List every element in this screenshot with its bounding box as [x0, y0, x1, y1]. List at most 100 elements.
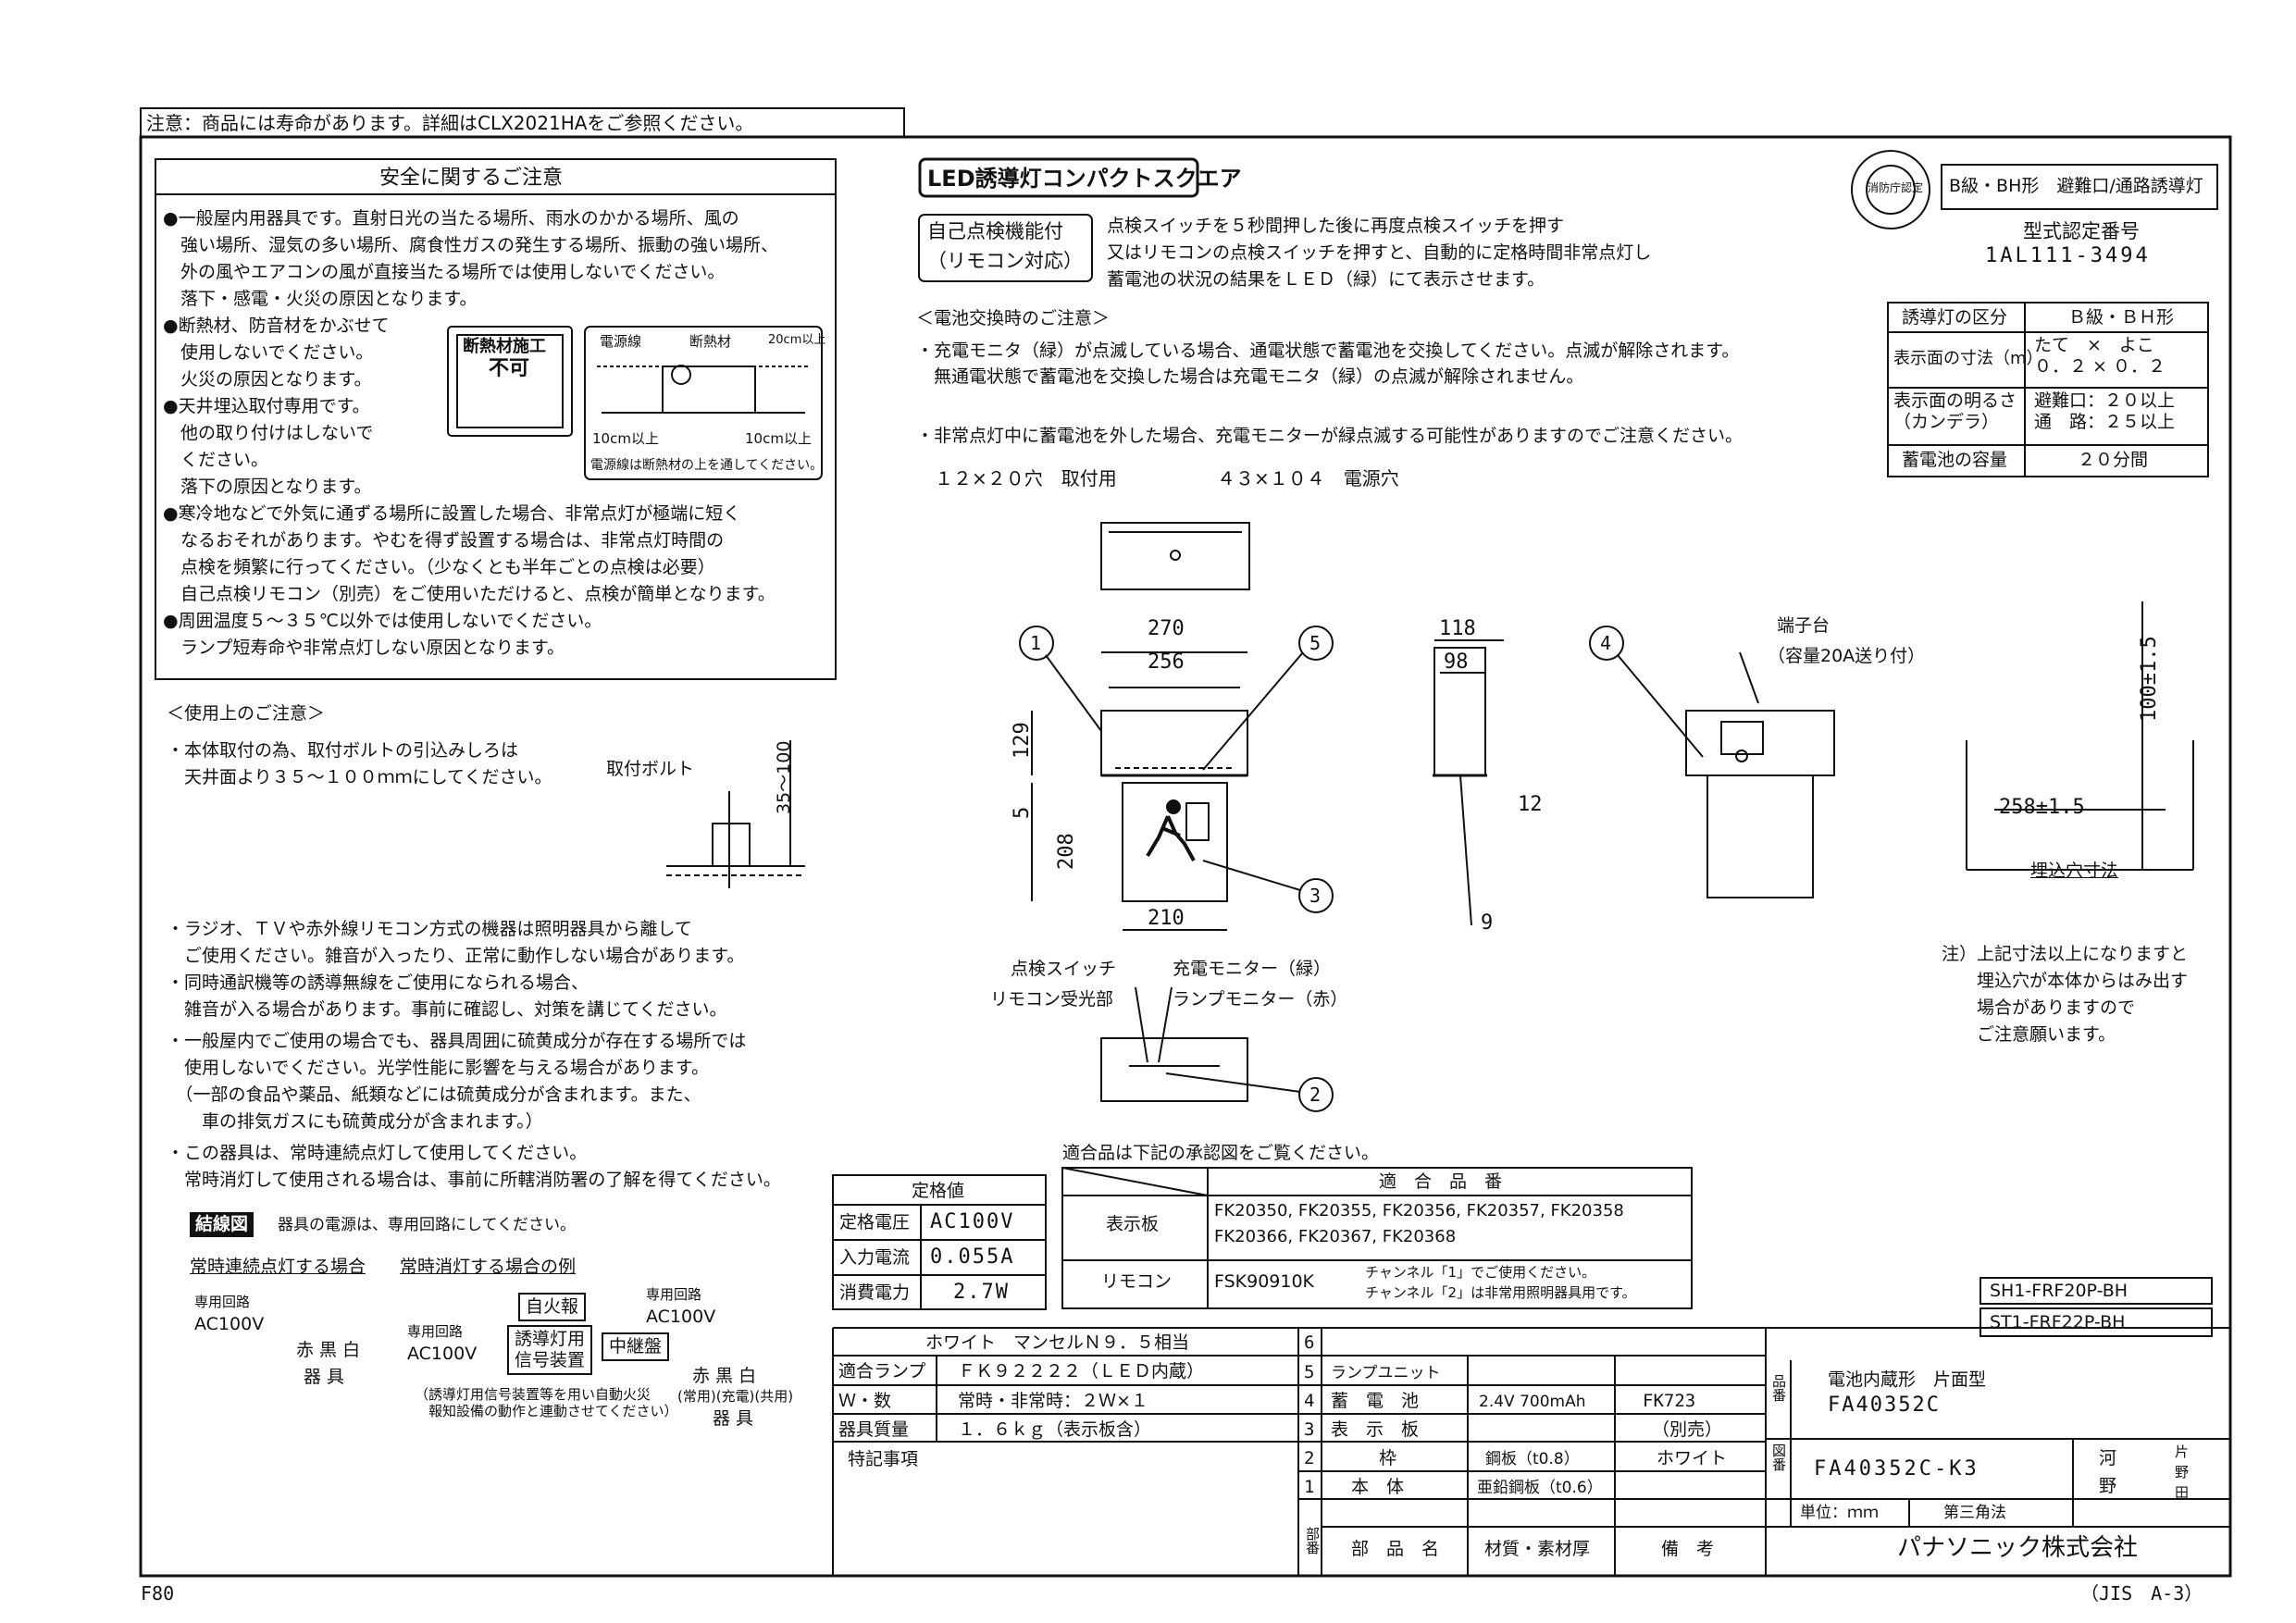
cutout-note: ご注意願います。: [1942, 1024, 2116, 1045]
label-remote-receiver: リモコン受光部: [990, 989, 1114, 1010]
usage-mount-line: 天井面より３５～１００ｍｍにしてください。: [167, 767, 552, 787]
wiring-paren-note: （誘導灯用信号装置等を用い自動火災 報知設備の動作と連動させてください）: [415, 1386, 678, 1419]
wiring-badge: 結線図: [190, 1212, 254, 1237]
safety-line: ●周囲温度５～３５℃以外では使用しないでください。: [163, 611, 602, 631]
product-number: FA40352C: [1828, 1394, 1941, 1417]
part-name: 本 体: [1351, 1477, 1405, 1497]
signal-device-box: 誘導灯用 信号装置: [507, 1325, 593, 1375]
compat-panel-values: FK20350, FK20355, FK20356, FK20357, FK20…: [1214, 1201, 1624, 1220]
spec-value: Ｂ級・ＢＨ形: [2068, 307, 2175, 328]
dim-129: 129: [1011, 722, 1034, 759]
company-name: パナソニック株式会社: [1897, 1534, 2139, 1562]
pic-label-wire: 電源線: [600, 333, 642, 350]
part-name: 蓄 電 池: [1331, 1391, 1420, 1411]
safety-line: なるおそれがあります。やむを得ず設置する場合は、非常点灯時間の: [163, 530, 725, 551]
terminal-note: （容量20A送り付）: [1768, 646, 1926, 666]
dim-5: 5: [1011, 806, 1034, 819]
bolt-label: 取付ボルト: [606, 759, 695, 779]
tb-special: 特記事項: [848, 1449, 919, 1469]
insulation-warning-top: 断熱材施工: [463, 337, 546, 356]
parts-header-remark: 備 考: [1661, 1539, 1715, 1559]
part-remark: （別売）: [1652, 1419, 1723, 1440]
wiring-colors-a: 赤 黒 白: [296, 1340, 361, 1360]
signer: 野: [2175, 1464, 2190, 1481]
tb-value: １．６ｋｇ（表示板含）: [958, 1419, 1152, 1440]
cert-title: 型式認定番号: [2023, 220, 2140, 242]
part-material: 鋼板（t0.8）: [1485, 1450, 1580, 1468]
usage-line: ・一般屋内でご使用の場合でも、器具周囲に硫黄成分が存在する場所では: [167, 1031, 747, 1051]
pic-gap-right: 10cm以上: [745, 430, 812, 447]
rating-value: 0.055A: [930, 1245, 1015, 1269]
wiring-title-b: 常時消灯する場合の例: [400, 1257, 577, 1277]
tb-label: 適合ランプ: [838, 1361, 926, 1381]
usage-line: ご使用ください。雑音が入ったり、正常に動作しない場合があります。: [167, 946, 745, 966]
label-lamp-monitor: ランプモニター（赤）: [1173, 989, 1348, 1010]
wiring-title-a: 常時連続点灯する場合: [190, 1257, 366, 1277]
product-no-label: 品番: [1770, 1374, 1787, 1402]
cutout-note: 注）上記寸法以上になりますと: [1942, 944, 2189, 964]
part-no: 1: [1304, 1477, 1315, 1497]
part-name: 表 示 板: [1331, 1419, 1420, 1440]
usage-line: ・同時通訳機等の誘導無線をご使用になられる場合、: [167, 973, 590, 993]
rating-label: 入力電流: [839, 1247, 911, 1268]
signer: 河: [2099, 1448, 2117, 1468]
callout-4: 4: [1600, 632, 1612, 654]
rating-value: 2.7W: [953, 1281, 1010, 1304]
callout-5: 5: [1309, 632, 1322, 654]
relay-panel-box: 中継盤: [602, 1332, 670, 1361]
part-remark: ホワイト: [1657, 1448, 1728, 1468]
part-no: 3: [1304, 1419, 1315, 1440]
dim-208: 208: [1055, 833, 1078, 870]
wiring-colors-b-mid: (常用)(充電)(共用): [677, 1388, 794, 1405]
class-badge: B級・BH形 避難口/通路誘導灯: [1949, 176, 2203, 196]
caution-banner: 注意：商品には寿命があります。詳細はCLX2021HAをご参照ください。: [146, 112, 754, 134]
battery-line: ・充電モニタ（緑）が点滅している場合、通電状態で蓄電池を交換してください。点滅が…: [916, 341, 1740, 361]
dim-210: 210: [1148, 907, 1185, 930]
usage-line: 常時消灯して使用される場合は、事前に所轄消防署の了解を得てください。: [167, 1170, 781, 1190]
spec-value: 避難口：２０以上 通 路：２５以上: [2034, 390, 2176, 432]
model-code: ST1-FRF22P-BH: [1990, 1312, 2126, 1332]
self-check-remote: （リモコン対応）: [927, 250, 1083, 272]
rating-label: 定格電圧: [839, 1212, 911, 1233]
safety-line: 落下・感電・火災の原因となります。: [163, 289, 478, 309]
safety-line: 外の風やエアコンの風が直接当たる場所では使用しないでください。: [163, 262, 726, 282]
hole-label-mount: １２×２０穴 取付用: [935, 467, 1117, 489]
finish-spec: ホワイト マンセルＮ９．５相当: [925, 1332, 1190, 1353]
spec-label: 表示面の明るさ （カンデラ）: [1893, 390, 2017, 432]
compat-remote-value: FSK90910K: [1214, 1271, 1315, 1292]
part-name: 枠: [1379, 1448, 1397, 1468]
usage-line: 使用しないでください。光学性能に影響を与える場合があります。: [167, 1058, 709, 1078]
self-check-desc: 点検スイッチを５秒間押した後に再度点検スイッチを押す: [1107, 216, 1565, 236]
wiring-circuit-a: 専用回路: [194, 1294, 251, 1310]
safety-line: ●断熱材、防音材をかぶせて: [163, 316, 390, 336]
self-check-desc: 又はリモコンの点検スイッチを押すと、自動的に定格時間非常点灯し: [1107, 242, 1652, 263]
projection-label: 第三角法: [1943, 1504, 2006, 1522]
wiring-fixture-a: 器 具: [304, 1367, 345, 1387]
compat-remote-label: リモコン: [1101, 1271, 1173, 1292]
safety-line: ●寒冷地などで外気に通ずる場所に設置した場合、非常点灯が極端に短く: [163, 503, 741, 524]
usage-line: （一部の食品や薬品、紙類などには硫黄成分が含まれます。また、: [167, 1084, 701, 1105]
spec-value: たて × よこ ０．２ × ０．２: [2034, 335, 2166, 377]
signer: 片: [2175, 1443, 2190, 1460]
product-name: LED誘導灯コンパクトスクエア: [927, 166, 1242, 192]
usage-title: ＜使用上のご注意＞: [167, 703, 326, 724]
usage-mount-line: ・本体取付の為、取付ボルトの引込みしろは: [167, 740, 519, 761]
wiring-fixture-b: 器 具: [713, 1408, 754, 1429]
spec-label: 蓄電池の容量: [1902, 450, 2008, 470]
self-check-label: 自己点検機能付: [927, 220, 1063, 242]
dim-12: 12: [1518, 793, 1543, 816]
wiring-ac-b2: AC100V: [646, 1307, 716, 1327]
unit-label: 単位：ｍｍ: [1800, 1504, 1879, 1522]
pic-note: 電源線は断熱材の上を通してください。: [590, 458, 824, 473]
compat-panel-label: 表示板: [1106, 1214, 1160, 1234]
pic-label-insulation: 断熱材: [689, 333, 732, 350]
dim-270: 270: [1148, 617, 1185, 640]
signer: 野: [2099, 1476, 2117, 1496]
compat-panel-values: FK20366, FK20367, FK20368: [1214, 1227, 1457, 1246]
part-no: 2: [1304, 1448, 1315, 1468]
spec-label: 表示面の寸法（m）: [1893, 349, 2043, 368]
usage-line: ・ラジオ、ＴＶや赤外線リモコン方式の機器は照明器具から離して: [167, 919, 692, 939]
cutout-note: 場合がありますので: [1942, 997, 2136, 1018]
label-charge-monitor: 充電モニター（緑）: [1173, 959, 1332, 979]
